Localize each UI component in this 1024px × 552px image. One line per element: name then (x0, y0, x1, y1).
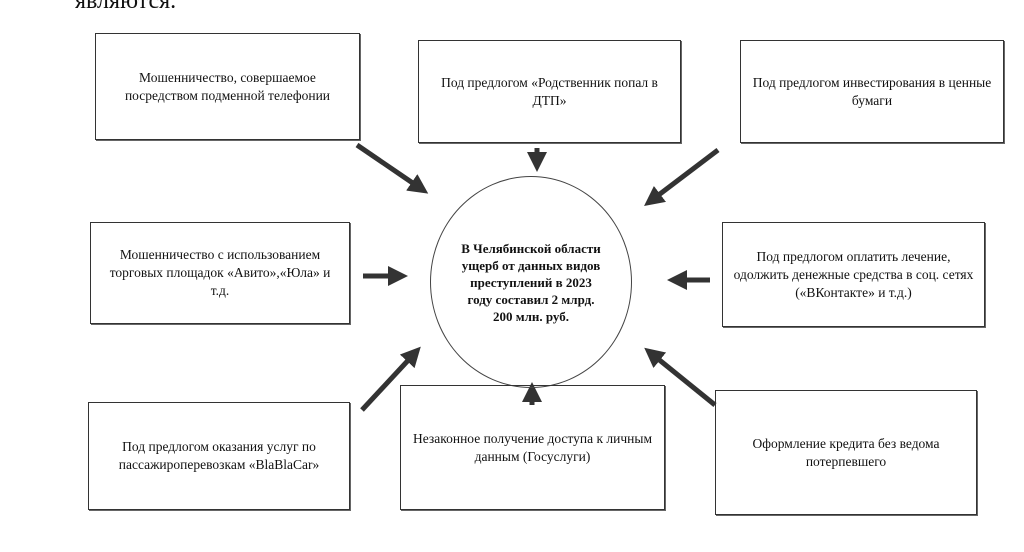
box-passenger-transport: Под предлогом оказания услуг по пассажир… (88, 402, 350, 510)
arrow-1 (355, 142, 429, 194)
arrow-6 (360, 346, 421, 412)
header-fragment: являются. (75, 0, 177, 14)
box-social-networks: Под предлогом оплатить лечение, одолжить… (722, 222, 985, 327)
box-unauthorized-credit: Оформление кредита без ведома потерпевше… (715, 390, 977, 515)
box-trading-platforms: Мошенничество с использованием торговых … (90, 222, 350, 324)
box-substitute-telephony: Мошенничество, совершаемое посредством п… (95, 33, 360, 140)
box-relative-accident: Под предлогом «Родственник попал в ДТП» (418, 40, 681, 143)
arrow-8 (644, 347, 717, 407)
center-summary: В Челябинской области ущерб от данных ви… (430, 176, 632, 388)
box-securities-investment: Под предлогом инвестирования в ценные бу… (740, 40, 1004, 143)
arrow-3 (644, 148, 720, 207)
box-personal-data-access: Незаконное получение доступа к личным да… (400, 385, 665, 510)
